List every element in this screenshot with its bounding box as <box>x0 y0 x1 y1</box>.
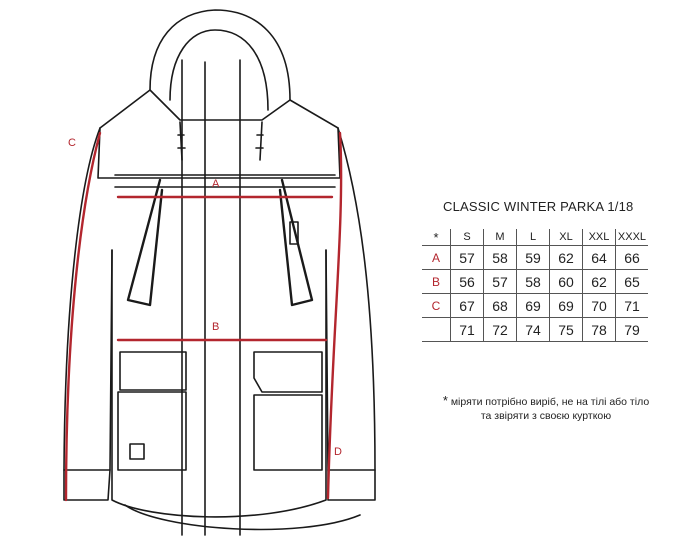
placket <box>181 59 241 536</box>
table-cell: 57 <box>450 245 484 270</box>
table-cell: 69 <box>549 293 583 318</box>
table-cell: 71 <box>450 317 484 342</box>
table-cell: 67 <box>450 293 484 318</box>
measure-label-b: B <box>212 321 219 333</box>
drawcord-right <box>255 121 264 161</box>
table-cell: 60 <box>549 269 583 294</box>
table-cell: 69 <box>516 293 550 318</box>
table-row: B 56 57 58 60 62 65 <box>422 269 648 294</box>
left-cuff <box>63 469 111 501</box>
row-label <box>422 317 451 342</box>
drawcord-left <box>177 121 186 161</box>
size-header: M <box>483 229 517 246</box>
size-header: L <box>516 229 550 246</box>
left-pocket-flap <box>119 351 187 391</box>
table-corner: * <box>422 229 451 246</box>
size-header: XL <box>549 229 583 246</box>
table-cell: 58 <box>516 269 550 294</box>
table-row: 71 72 74 75 78 79 <box>422 317 648 342</box>
measure-line-d <box>326 131 343 500</box>
table-cell: 72 <box>483 317 517 342</box>
table-cell: 64 <box>582 245 616 270</box>
row-label: B <box>422 269 451 294</box>
table-cell: 75 <box>549 317 583 342</box>
table-cell: 59 <box>516 245 550 270</box>
note-line-1: міряти потрібно виріб, не на тілі або ті… <box>450 396 650 408</box>
table-cell: 65 <box>615 269 648 294</box>
row-label: A <box>422 245 451 270</box>
left-chest-pocket <box>126 178 164 307</box>
size-header: XXXL <box>615 229 648 246</box>
measure-label-a: A <box>212 178 220 190</box>
table-cell: 62 <box>549 245 583 270</box>
logo-patch <box>129 443 145 460</box>
jacket-diagram: A B C D <box>63 9 376 536</box>
body-outline <box>63 127 376 471</box>
table-cell: 56 <box>450 269 484 294</box>
note-asterisk: * <box>442 393 448 408</box>
size-chart-title: CLASSIC WINTER PARKA 1/18 <box>443 199 634 214</box>
yoke <box>97 89 341 179</box>
measure-line-c <box>64 131 102 502</box>
size-table: * S M L XL XXL XXXL A 57 58 59 62 64 66 … <box>422 229 648 342</box>
hood-outline <box>149 9 291 121</box>
hem-shape <box>124 504 361 531</box>
measure-label-c: C <box>68 137 76 149</box>
measurement-note: * міряти потрібно виріб, не на тілі або … <box>426 394 666 423</box>
left-pocket <box>117 391 187 471</box>
size-header: S <box>450 229 484 246</box>
table-row: A 57 58 59 62 64 66 <box>422 245 648 270</box>
size-header: XXL <box>582 229 616 246</box>
table-cell: 62 <box>582 269 616 294</box>
row-label: C <box>422 293 451 318</box>
table-cell: 74 <box>516 317 550 342</box>
table-cell: 79 <box>615 317 648 342</box>
hem <box>111 249 327 518</box>
size-header-row: * S M L XL XXL XXXL <box>422 229 648 246</box>
right-chest-pocket <box>278 178 314 307</box>
table-cell: 71 <box>615 293 648 318</box>
measure-label-d: D <box>334 446 342 458</box>
right-pocket-flap <box>253 351 323 393</box>
table-cell: 68 <box>483 293 517 318</box>
zip-tab <box>289 221 299 245</box>
right-pocket <box>253 394 323 471</box>
hood-inner <box>169 29 269 111</box>
table-cell: 58 <box>483 245 517 270</box>
table-cell: 57 <box>483 269 517 294</box>
table-cell: 66 <box>615 245 648 270</box>
waist-band <box>114 174 336 188</box>
note-line-2: та звіряти з своєю курткою <box>480 410 612 422</box>
table-cell: 78 <box>582 317 616 342</box>
right-cuff <box>327 469 376 501</box>
table-cell: 70 <box>582 293 616 318</box>
table-row: C 67 68 69 69 70 71 <box>422 293 648 318</box>
